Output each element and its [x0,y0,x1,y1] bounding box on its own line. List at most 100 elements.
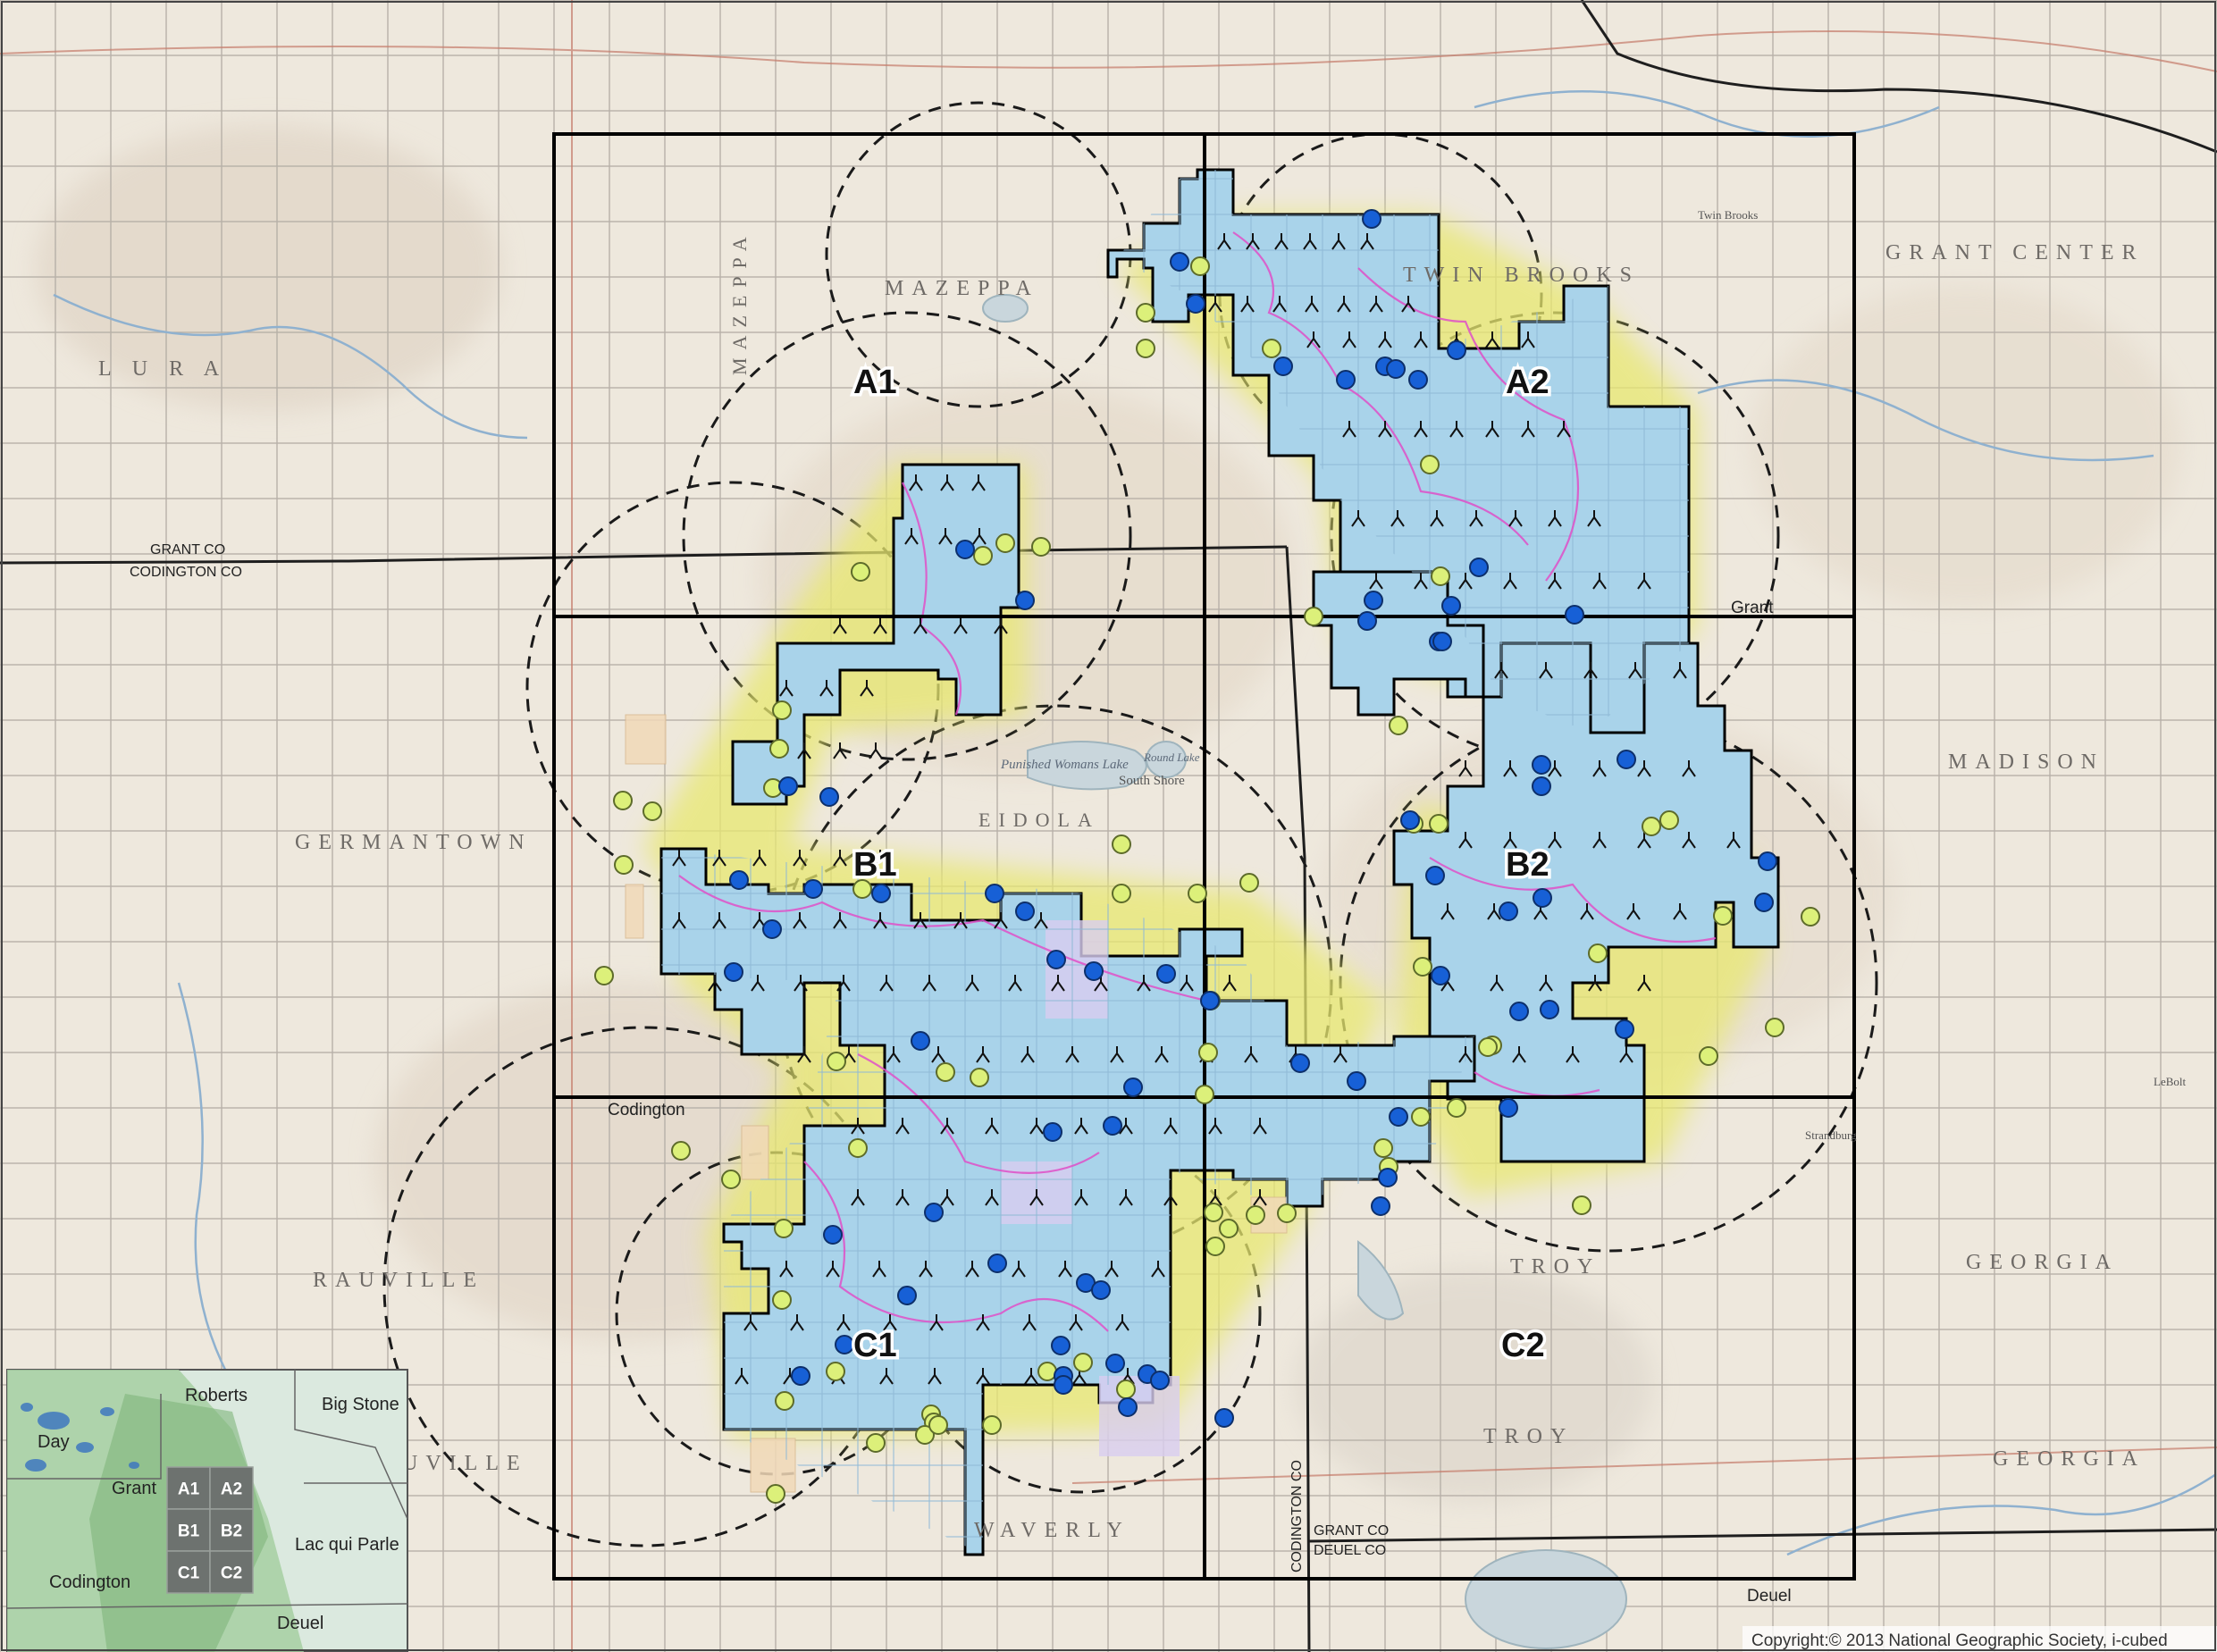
yellow-marker[interactable] [772,1290,792,1310]
yellow-marker[interactable] [1204,1203,1223,1222]
yellow-marker[interactable] [1642,817,1661,836]
blue-marker[interactable] [1091,1280,1111,1300]
blue-marker[interactable] [1378,1168,1398,1187]
yellow-marker[interactable] [852,879,872,899]
blue-marker[interactable] [1051,1336,1071,1355]
blue-marker[interactable] [1441,596,1461,616]
blue-marker[interactable] [778,776,798,796]
blue-marker[interactable] [1170,252,1189,272]
yellow-marker[interactable] [1031,537,1051,557]
blue-marker[interactable] [1123,1078,1143,1097]
blue-marker[interactable] [1447,340,1466,360]
yellow-marker[interactable] [1188,884,1207,903]
yellow-marker[interactable] [1277,1203,1297,1223]
yellow-marker[interactable] [1447,1098,1466,1118]
blue-marker[interactable] [1533,888,1552,908]
blue-marker[interactable] [1015,591,1035,610]
inset-map[interactable]: Roberts Big Stone Day Grant Lac qui Parl… [6,1369,408,1652]
blue-marker[interactable] [1432,632,1452,651]
blue-marker[interactable] [871,884,891,903]
blue-marker[interactable] [823,1225,843,1245]
blue-marker[interactable] [1425,866,1445,885]
yellow-marker[interactable] [1413,957,1432,977]
blue-marker[interactable] [762,919,782,939]
blue-marker[interactable] [1371,1196,1390,1216]
blue-marker[interactable] [1615,1019,1634,1039]
blue-marker[interactable] [1046,950,1066,969]
yellow-marker[interactable] [769,739,789,759]
yellow-marker[interactable] [721,1170,741,1189]
yellow-marker[interactable] [1112,834,1131,854]
blue-marker[interactable] [729,870,749,890]
yellow-marker[interactable] [594,966,614,985]
yellow-marker[interactable] [982,1415,1002,1435]
blue-marker[interactable] [1362,209,1381,229]
yellow-marker[interactable] [1699,1046,1718,1066]
blue-marker[interactable] [1118,1397,1138,1417]
blue-marker[interactable] [1499,1098,1518,1118]
blue-marker[interactable] [791,1366,810,1386]
blue-marker[interactable] [987,1254,1007,1273]
yellow-marker[interactable] [995,533,1015,553]
yellow-marker[interactable] [1073,1353,1093,1372]
yellow-marker[interactable] [775,1391,794,1411]
blue-marker[interactable] [1532,755,1551,775]
yellow-marker[interactable] [1659,810,1679,830]
blue-marker[interactable] [1431,966,1450,985]
blue-marker[interactable] [1156,964,1176,984]
yellow-marker[interactable] [774,1219,794,1238]
blue-marker[interactable] [1103,1116,1122,1136]
blue-marker[interactable] [955,540,975,559]
yellow-marker[interactable] [1136,339,1155,358]
yellow-marker[interactable] [1588,943,1608,963]
blue-marker[interactable] [897,1286,917,1305]
yellow-marker[interactable] [613,791,633,810]
yellow-marker[interactable] [1136,303,1155,323]
yellow-marker[interactable] [1431,566,1450,586]
yellow-marker[interactable] [1112,884,1131,903]
blue-marker[interactable] [835,1335,854,1354]
blue-marker[interactable] [1015,901,1035,921]
blue-marker[interactable] [1532,776,1551,796]
yellow-marker[interactable] [851,562,870,582]
yellow-marker[interactable] [1429,814,1449,834]
yellow-marker[interactable] [1219,1219,1239,1238]
yellow-marker[interactable] [1411,1107,1431,1127]
blue-marker[interactable] [1386,359,1406,379]
blue-marker[interactable] [1186,294,1205,314]
blue-marker[interactable] [1540,1000,1559,1019]
blue-marker[interactable] [1084,961,1104,981]
yellow-marker[interactable] [614,855,634,875]
yellow-marker[interactable] [915,1425,935,1445]
blue-marker[interactable] [1509,1002,1529,1021]
blue-marker[interactable] [803,879,823,899]
yellow-marker[interactable] [1713,906,1733,926]
yellow-marker[interactable] [928,1415,948,1435]
blue-marker[interactable] [924,1203,944,1222]
yellow-marker[interactable] [766,1484,785,1504]
yellow-marker[interactable] [866,1433,886,1453]
yellow-marker[interactable] [1572,1195,1591,1215]
blue-marker[interactable] [724,962,743,982]
yellow-marker[interactable] [826,1362,845,1381]
blue-marker[interactable] [1105,1354,1125,1373]
yellow-marker[interactable] [848,1138,868,1158]
yellow-marker[interactable] [1478,1037,1498,1057]
yellow-marker[interactable] [1239,873,1259,893]
blue-marker[interactable] [1054,1375,1073,1395]
blue-marker[interactable] [1273,356,1293,376]
blue-marker[interactable] [1364,591,1383,610]
blue-marker[interactable] [1617,750,1636,769]
blue-marker[interactable] [1758,851,1777,871]
yellow-marker[interactable] [970,1068,989,1087]
blue-marker[interactable] [1336,370,1356,390]
blue-marker[interactable] [1565,605,1584,625]
blue-marker[interactable] [911,1031,930,1051]
yellow-marker[interactable] [671,1141,691,1161]
yellow-marker[interactable] [1116,1379,1136,1399]
yellow-marker[interactable] [772,700,792,720]
blue-marker[interactable] [819,787,839,807]
yellow-marker[interactable] [1801,907,1820,927]
yellow-marker[interactable] [1262,339,1281,358]
